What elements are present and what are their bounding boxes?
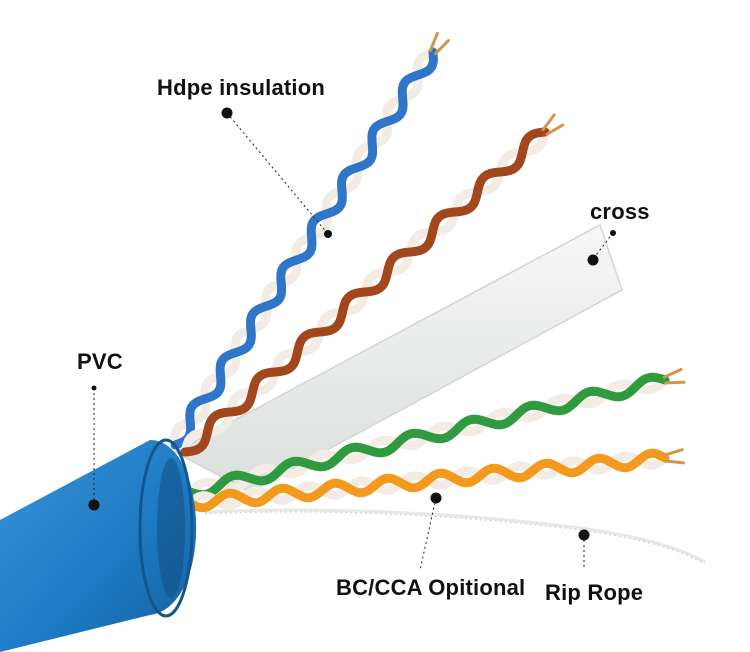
conductor-label: BC/CCA Opitional bbox=[336, 575, 526, 600]
brown-pair-strand bbox=[180, 127, 550, 457]
pvc-jacket-rim bbox=[138, 438, 194, 618]
hdpe-target-dot bbox=[324, 230, 332, 238]
hdpe-marker-dot bbox=[221, 107, 233, 119]
cross-marker-dot bbox=[587, 254, 599, 266]
cross-target-dot bbox=[610, 230, 616, 236]
conductor-marker-dot bbox=[430, 492, 442, 504]
orange-pair bbox=[185, 448, 686, 513]
cross-label: cross bbox=[590, 199, 650, 224]
blue-pair-strand bbox=[170, 47, 438, 450]
orange-pair-strand bbox=[185, 448, 670, 513]
brown-pair-copper-tip bbox=[541, 113, 556, 132]
brown-pair bbox=[180, 113, 565, 457]
pvc-marker-dot bbox=[88, 499, 100, 511]
green-pair-copper-tip bbox=[662, 367, 683, 379]
orange-pair-copper-tip bbox=[663, 448, 684, 457]
blue-pair-copper-tip bbox=[428, 31, 439, 52]
hdpe-leader-line bbox=[226, 112, 329, 235]
hdpe-insulation-label: Hdpe insulation bbox=[157, 75, 325, 100]
blue-pair-strand bbox=[170, 47, 438, 450]
rip-rope-label: Rip Rope bbox=[545, 580, 644, 605]
green-pair-strand bbox=[185, 372, 670, 500]
rip-rope bbox=[204, 508, 706, 564]
pvc-label: PVC bbox=[77, 349, 123, 374]
cross-leader-line bbox=[592, 232, 614, 260]
rip-rope-marker-dot bbox=[578, 529, 590, 541]
twisted-pairs bbox=[170, 31, 686, 513]
pvc-target-dot bbox=[91, 385, 97, 391]
green-pair bbox=[185, 367, 686, 500]
blue-pair bbox=[170, 31, 450, 450]
green-pair-copper-tip bbox=[664, 380, 686, 385]
pvc-jacket bbox=[0, 440, 197, 652]
cross-filler bbox=[173, 223, 623, 493]
conductor-leader-line bbox=[419, 497, 437, 571]
orange-pair-copper-tip bbox=[663, 459, 686, 465]
blue-pair-copper-tip bbox=[434, 39, 450, 56]
brown-pair-copper-tip bbox=[545, 123, 565, 136]
